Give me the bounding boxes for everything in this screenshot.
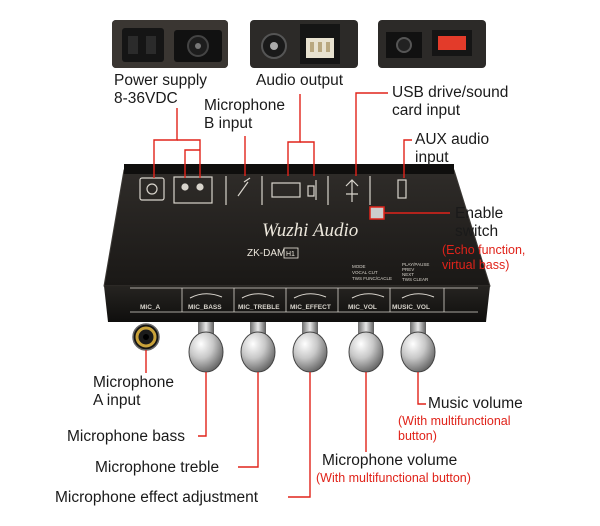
callout-mic-effect: Microphone effect adjustment [55, 489, 259, 506]
panel-label-mic-a: MIC_A [140, 304, 161, 311]
model-badge: H1 [286, 251, 295, 258]
music-vol-mode-3: NEXT [402, 272, 414, 277]
knob-mic-volume [348, 322, 384, 373]
rear-panel [124, 164, 454, 174]
knob-mic-bass [188, 322, 224, 373]
panel-label-mic-effect: MIC_EFFECT [290, 304, 331, 311]
callout-enable-switch: Enable switch [455, 205, 504, 240]
power-connector-photo [112, 20, 228, 68]
mic-vol-mode-2: VOCAL CUT [352, 270, 378, 275]
music-vol-mode-1: PLAY/PAUSE [402, 262, 429, 267]
audio-output-photo [250, 20, 358, 68]
music-vol-mode-4: TWS CLEAR [402, 277, 429, 282]
callout-mic-volume: Microphone volume [322, 452, 458, 469]
callout-aux: AUX audio input [415, 131, 490, 166]
callout-power-supply: Power supply 8-36VDC [114, 72, 208, 107]
panel-label-music-vol: MUSIC_VOL [392, 304, 430, 311]
callout-mic-bass: Microphone bass [67, 428, 186, 445]
knob-music-volume [400, 322, 436, 373]
mic-a-jack [132, 323, 160, 351]
callout-lines [145, 92, 450, 498]
rear-port-icons [139, 176, 407, 205]
brand-logo: Wuzhi Audio [262, 220, 358, 241]
callout-mic-b: Microphone B input [204, 97, 285, 132]
usb-aux-photo [378, 20, 486, 68]
callout-usb: USB drive/sound card input [392, 84, 509, 119]
enable-switch [369, 206, 385, 220]
callout-music-volume-note: (With multifunctional button) [398, 414, 511, 443]
callout-music-volume: Music volume [428, 395, 523, 412]
device-front-face [104, 286, 490, 322]
knob-mic-treble [240, 322, 276, 373]
callout-audio-output: Audio output [256, 72, 344, 89]
knob-mic-effect [292, 322, 328, 373]
panel-label-mic-treble: MIC_TREBLE [238, 304, 280, 311]
model-name: ZK-DAM [247, 248, 285, 259]
music-vol-mode-2: PREV [402, 267, 414, 272]
callout-mic-a: Microphone A input [93, 374, 174, 409]
panel-label-mic-bass: MIC_BASS [188, 304, 222, 311]
callout-mic-volume-note: (With multifunctional button) [316, 471, 471, 485]
mic-vol-mode-3: TWS FUNC/CACLE [352, 276, 392, 281]
panel-label-mic-vol: MIC_VOL [348, 304, 377, 311]
callout-mic-treble: Microphone treble [95, 459, 220, 476]
callout-enable-note: (Echo function, virtual bass) [442, 243, 526, 272]
mic-vol-mode-1: MODE [352, 264, 366, 269]
